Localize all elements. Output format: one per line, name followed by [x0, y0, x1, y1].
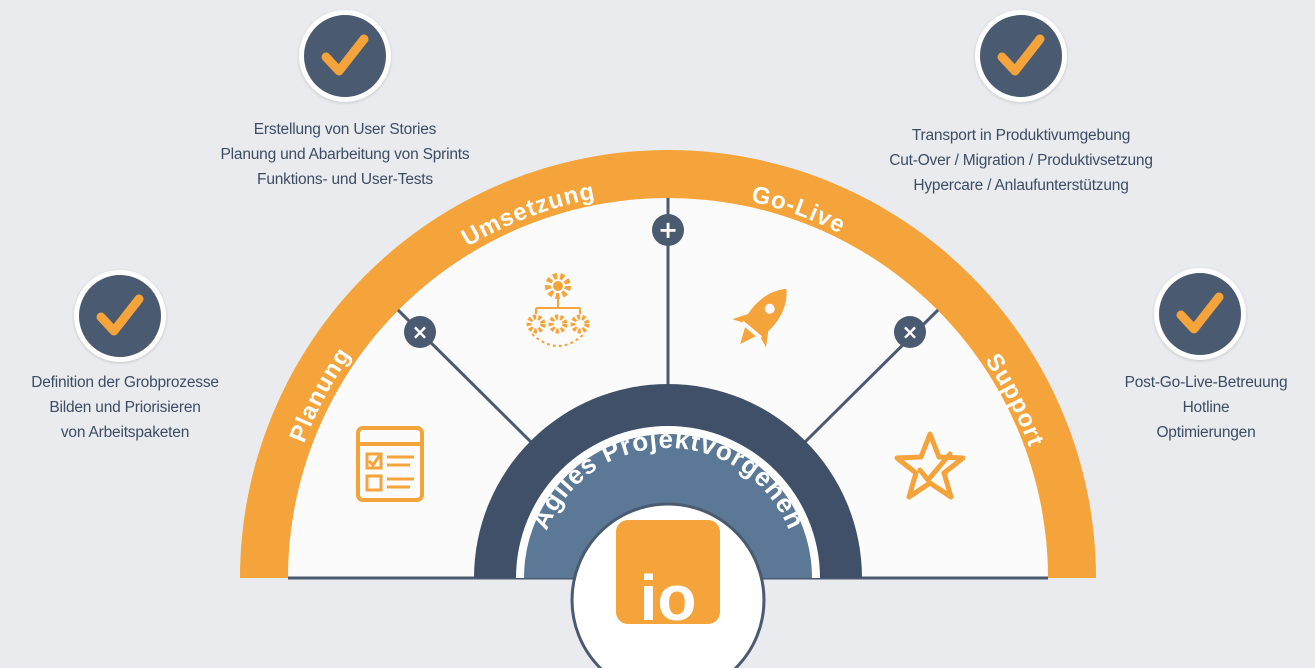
- description-line: Funktions- und User-Tests: [257, 171, 433, 188]
- check-badge-planung: [74, 270, 166, 362]
- marker-right-symbol: ×: [902, 320, 919, 344]
- marker-middle-symbol: +: [658, 216, 678, 244]
- description-line: Optimierungen: [1156, 424, 1256, 441]
- marker-left-symbol: ×: [412, 320, 429, 344]
- gears-workflow-icon: [526, 273, 590, 347]
- description-planung: Definition der Grobprozesse Bilden und P…: [0, 370, 250, 445]
- description-line: Hotline: [1182, 399, 1230, 416]
- checklist-icon: [356, 426, 424, 502]
- logo-text: io: [640, 562, 697, 634]
- logo-square: [616, 520, 720, 624]
- star-check-icon: [894, 431, 966, 500]
- rocket-icon: [732, 288, 787, 348]
- description-line: Cut-Over / Migration / Produktivsetzung: [889, 152, 1153, 169]
- description-line: Transport in Produktivumgebung: [911, 127, 1131, 144]
- check-badge-umsetzung: [299, 10, 391, 102]
- description-umsetzung: Erstellung von User Stories Planung und …: [187, 117, 503, 192]
- description-line: Planung und Abarbeitung von Sprints: [220, 146, 470, 163]
- description-line: Hypercare / Anlaufunterstützung: [913, 177, 1129, 194]
- check-icon: [997, 34, 1045, 76]
- check-icon: [1176, 292, 1224, 334]
- description-line: Bilden und Priorisieren: [49, 399, 201, 416]
- description-golive: Transport in Produktivumgebung Cut-Over …: [851, 123, 1191, 198]
- check-icon: [321, 34, 369, 76]
- description-line: Erstellung von User Stories: [253, 121, 437, 138]
- description-line: Post-Go-Live-Betreuung: [1124, 374, 1288, 391]
- marker-middle: +: [652, 214, 684, 246]
- description-support: Post-Go-Live-Betreuung Hotline Optimieru…: [1100, 370, 1312, 445]
- check-badge-golive: [975, 10, 1067, 102]
- check-badge-support: [1154, 268, 1246, 360]
- description-line: Definition der Grobprozesse: [31, 374, 219, 391]
- marker-right: ×: [894, 316, 926, 348]
- description-line: von Arbeitspaketen: [60, 424, 190, 441]
- marker-left: ×: [404, 316, 436, 348]
- check-icon: [96, 294, 144, 336]
